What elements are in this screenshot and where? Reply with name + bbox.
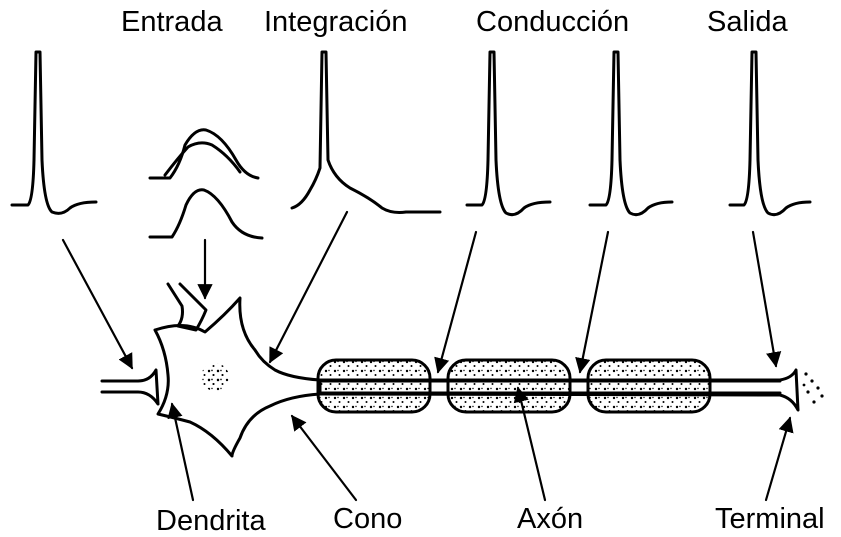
- waveform-salida: [730, 52, 810, 215]
- waveform-conduccion-2: [590, 52, 672, 215]
- waveform-integracion: [292, 52, 440, 213]
- neuron: [102, 284, 824, 456]
- released-vesicles: [803, 372, 824, 403]
- myelin-sheath-1: [318, 360, 430, 412]
- waveform-synaptic-potentials: [150, 130, 262, 238]
- nucleus: [201, 363, 229, 391]
- waveform-conduccion-1: [467, 52, 550, 215]
- waveform-entrada: [12, 52, 96, 213]
- myelin-sheath-2: [448, 360, 570, 412]
- myelin-sheath-3: [588, 360, 710, 412]
